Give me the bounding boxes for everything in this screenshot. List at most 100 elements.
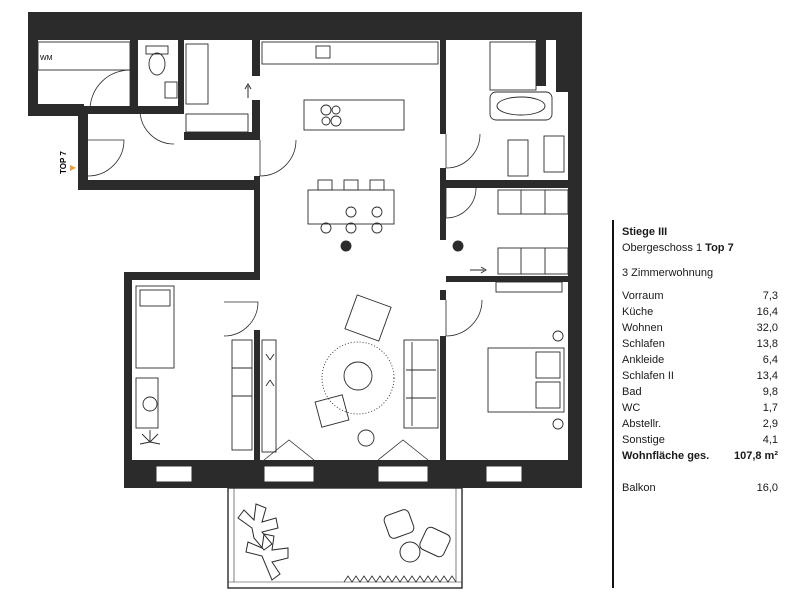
- pillow-left: [535, 351, 561, 379]
- wall-bedroom-left: [124, 272, 132, 488]
- toilet-cistern: [145, 45, 169, 55]
- window: [485, 465, 523, 483]
- wardrobe-bedroom: [231, 339, 253, 451]
- room-name: Schlafen II: [622, 370, 674, 382]
- round-rug: [321, 341, 395, 415]
- balcony-row: Balkon 16,0: [622, 482, 778, 498]
- entrance-label: TOP 7: [59, 151, 68, 174]
- room-name: Küche: [622, 306, 654, 318]
- room-area: 1,7: [762, 402, 778, 414]
- kitchen-sink: [315, 45, 331, 59]
- room-area: 9,8: [762, 386, 778, 398]
- room-name: Schlafen: [622, 338, 665, 350]
- plant-icon: [265, 353, 275, 387]
- shoe-rack: [495, 281, 563, 293]
- wall-bed2-left: [440, 336, 446, 460]
- floor-plan: ▶ WM TOP 7: [28, 12, 582, 589]
- room-row: Ankleide 6,4: [622, 354, 778, 370]
- room-row: Schlafen II 13,4: [622, 370, 778, 386]
- window: [377, 465, 429, 483]
- room-area: 13,4: [756, 370, 778, 382]
- wall-corridor-top: [84, 106, 184, 114]
- window: [155, 465, 193, 483]
- balcony-doors: [263, 439, 429, 461]
- wall-storage-bottom: [184, 132, 260, 140]
- window: [263, 465, 315, 483]
- balcony-area: 16,0: [756, 482, 778, 494]
- wall-bath-top-notch: [536, 28, 546, 86]
- wall-living-left-lower: [254, 330, 260, 460]
- room-area: 7,3: [762, 290, 778, 302]
- wardrobe: [185, 43, 209, 105]
- coffee-table: [343, 361, 373, 391]
- wall-bath-left3: [440, 290, 446, 300]
- room-name: Vorraum: [622, 290, 664, 302]
- wall-bath-bottom: [446, 180, 570, 188]
- wall-bath-left2: [440, 168, 446, 240]
- walls: [28, 12, 582, 488]
- tv-sideboard: [261, 339, 277, 453]
- washer-label: WM: [40, 55, 53, 62]
- balcony: [227, 487, 463, 589]
- wc-sink: [164, 81, 178, 99]
- closet-lower: [497, 247, 569, 275]
- wall-living-left: [254, 176, 260, 272]
- closet-upper: [497, 189, 569, 215]
- room-name: Sonstige: [622, 434, 665, 446]
- ceiling-lamp: [452, 240, 464, 252]
- armchair: [344, 294, 392, 342]
- balcony-grass: [343, 575, 457, 583]
- entrance-marker-icon: ▶: [70, 163, 77, 172]
- room-area: 32,0: [756, 322, 778, 334]
- washing-machine: [37, 41, 131, 71]
- room-row: Wohnen 32,0: [622, 322, 778, 338]
- bath-sink: [543, 135, 565, 173]
- total-area: 107,8 m²: [733, 450, 778, 462]
- nightstand-lamp: [552, 330, 564, 342]
- balcony-plant-icon: [237, 503, 289, 581]
- shower-box: [489, 41, 537, 91]
- balcony-outline: [227, 487, 463, 589]
- room-row: Küche 16,4: [622, 306, 778, 322]
- room-row: Sonstige 4,1: [622, 434, 778, 450]
- room-name: Bad: [622, 386, 642, 398]
- room-area: 16,4: [756, 306, 778, 318]
- floor-label: Obergeschoss 1: [622, 242, 703, 254]
- outer-wall-left: [28, 12, 38, 116]
- apartment-type: 3 Zimmerwohnung: [622, 267, 714, 279]
- sofa: [403, 339, 439, 429]
- wall-wm-bottom: [28, 104, 84, 116]
- lounge-chair: [314, 394, 350, 428]
- room-row: Abstellr. 2,9: [622, 418, 778, 434]
- room-row: Bad 9,8: [622, 386, 778, 402]
- bathtub: [489, 91, 553, 121]
- stove-burner: [331, 105, 341, 115]
- dining-chairs: [317, 179, 385, 234]
- kitchen-counter: [261, 41, 439, 65]
- shaft: [556, 40, 568, 92]
- stair-label: Stiege III: [622, 226, 668, 238]
- area-summary: Stiege III Obergeschoss 1 Top 7 3 Zimmer…: [612, 220, 800, 588]
- balcony-table: [399, 541, 421, 563]
- wall-storage-right: [252, 40, 260, 76]
- room-area: 13,8: [756, 338, 778, 350]
- shelf: [185, 113, 249, 133]
- floor-unit-label: Obergeschoss 1 Top 7: [622, 242, 734, 254]
- pillow: [139, 289, 171, 307]
- desk-chair: [142, 396, 158, 412]
- unit-label: Top 7: [705, 242, 734, 254]
- room-name: WC: [622, 402, 641, 414]
- room-area: 4,1: [762, 434, 778, 446]
- balcony-label: Balkon: [622, 482, 656, 494]
- toilet-bowl: [148, 52, 166, 76]
- total-label: Wohnfläche ges.: [622, 450, 710, 462]
- bed-single: [135, 285, 175, 369]
- arrows: [244, 83, 487, 274]
- wall-hall-right: [252, 100, 260, 140]
- ceiling-lamp: [340, 240, 352, 252]
- windows-bottom: [155, 465, 523, 483]
- nightstand-lamp: [552, 418, 564, 430]
- room-name: Ankleide: [622, 354, 665, 366]
- outer-wall-right: [568, 12, 582, 488]
- stove-burner: [320, 104, 332, 116]
